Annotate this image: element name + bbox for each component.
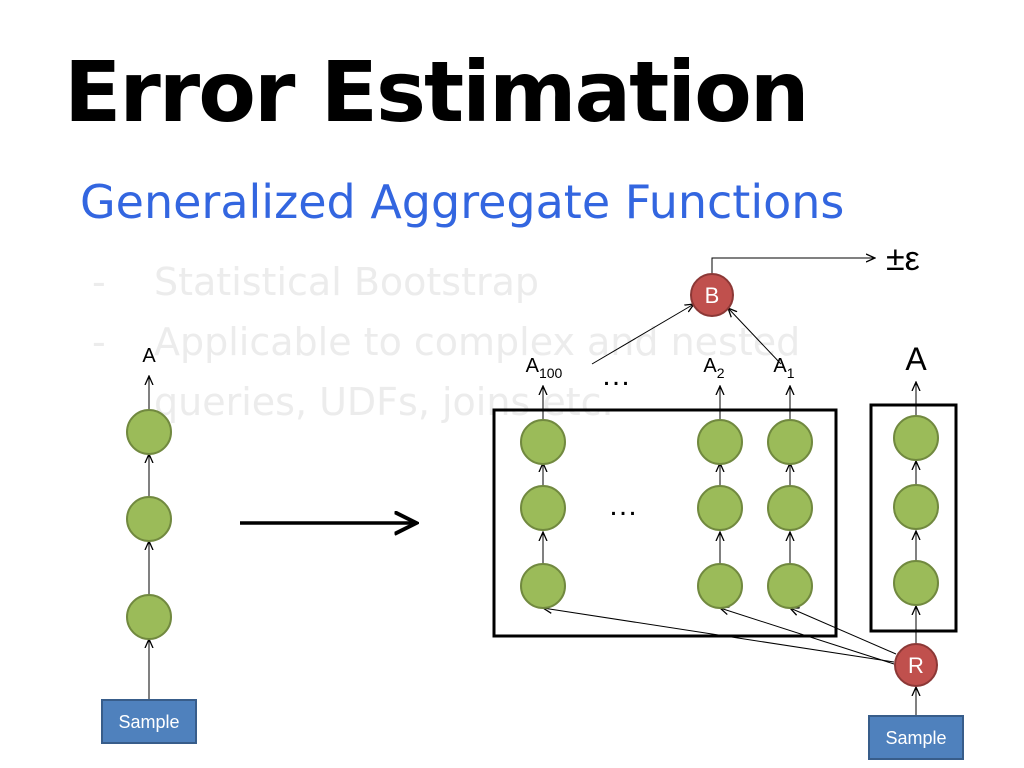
bootstrap-replicas-box — [492, 408, 838, 638]
operator-node — [767, 563, 813, 609]
original-query-pipeline: A Sample — [101, 345, 197, 744]
bootstrap-query-pipeline: A100 … A2 A1 A … ±ε — [492, 240, 964, 760]
operator-node — [697, 563, 743, 609]
bullet-text-continued: queries, UDFs, joins etc. — [154, 380, 614, 424]
sample-label: Sample — [118, 712, 179, 732]
arrow-line — [790, 608, 897, 655]
operator-node — [893, 560, 939, 606]
bullet-text: Statistical Bootstrap — [154, 260, 540, 304]
plain-query-box — [869, 403, 958, 633]
error-bound-label: ±ε — [886, 240, 920, 278]
operator-node — [767, 419, 813, 465]
operator-node — [767, 485, 813, 531]
resample-node-label: R — [908, 653, 924, 678]
arrow-line — [720, 608, 895, 665]
operator-node — [520, 563, 566, 609]
operator-node — [893, 484, 939, 530]
arrow-line — [543, 608, 895, 663]
output-label-a1: A1 — [773, 355, 794, 381]
operator-node — [126, 496, 172, 542]
arrow-line — [728, 308, 782, 365]
error-output-arrow — [711, 258, 875, 273]
operator-node — [697, 419, 743, 465]
bullet-marker: - — [92, 320, 106, 364]
slide-title: Error Estimation — [64, 43, 810, 141]
ellipsis-middle: … — [608, 489, 638, 522]
bullet-marker: - — [92, 260, 106, 304]
operator-node — [893, 415, 939, 461]
bullet-item: - Statistical Bootstrap — [92, 252, 800, 312]
slide-subtitle: Generalized Aggregate Functions — [80, 175, 845, 229]
sample-box — [868, 715, 964, 760]
operator-node — [126, 409, 172, 455]
operator-node — [697, 485, 743, 531]
bullet-item: - Applicable to complex and nested queri… — [92, 312, 800, 432]
bullet-list: - Statistical Bootstrap - Applicable to … — [92, 252, 800, 432]
resample-node — [894, 643, 938, 687]
bootstrap-node — [690, 273, 734, 317]
sample-box — [101, 699, 197, 744]
left-output-label: A — [142, 345, 156, 367]
operator-node — [520, 419, 566, 465]
operator-node — [520, 485, 566, 531]
plain-output-label: A — [905, 341, 927, 377]
arrow-line — [591, 304, 694, 365]
output-label-a100: A100 — [526, 355, 563, 381]
bullet-text: Applicable to complex and nested — [154, 320, 801, 364]
output-label-a2: A2 — [703, 355, 724, 381]
operator-node — [126, 594, 172, 640]
sample-label: Sample — [885, 728, 946, 748]
bootstrap-node-label: B — [705, 283, 720, 308]
ellipsis-top: … — [601, 359, 631, 392]
